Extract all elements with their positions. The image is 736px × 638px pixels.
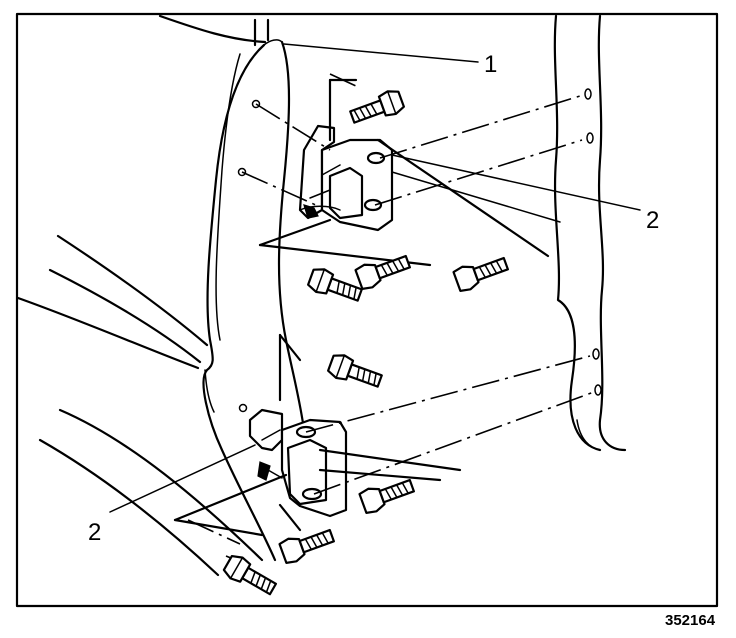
diagram-frame	[15, 12, 719, 608]
alignment-lines-upper	[237, 73, 594, 207]
upper-hinge	[298, 124, 394, 232]
callout-2-upper: 2	[646, 207, 659, 234]
bolt-upper-left	[307, 268, 363, 302]
bolt-top	[349, 90, 405, 124]
lower-hinge	[238, 403, 348, 518]
door-body-lines	[16, 234, 264, 577]
door-skin-upper	[158, 14, 270, 47]
bolt-middle	[327, 354, 383, 388]
figure-code: 352164	[665, 612, 716, 629]
body-pillar	[553, 14, 627, 452]
callout-leaders	[109, 43, 641, 513]
bolt-lower-middle	[278, 528, 335, 564]
bolt-lower-right	[358, 478, 415, 514]
door-edge	[202, 39, 306, 562]
bolt-upper-middle	[354, 254, 411, 290]
bolt-upper-right	[452, 256, 509, 292]
callout-2-lower: 2	[88, 519, 101, 546]
bolt-lower-left	[222, 554, 278, 596]
callout-1: 1	[484, 51, 497, 78]
